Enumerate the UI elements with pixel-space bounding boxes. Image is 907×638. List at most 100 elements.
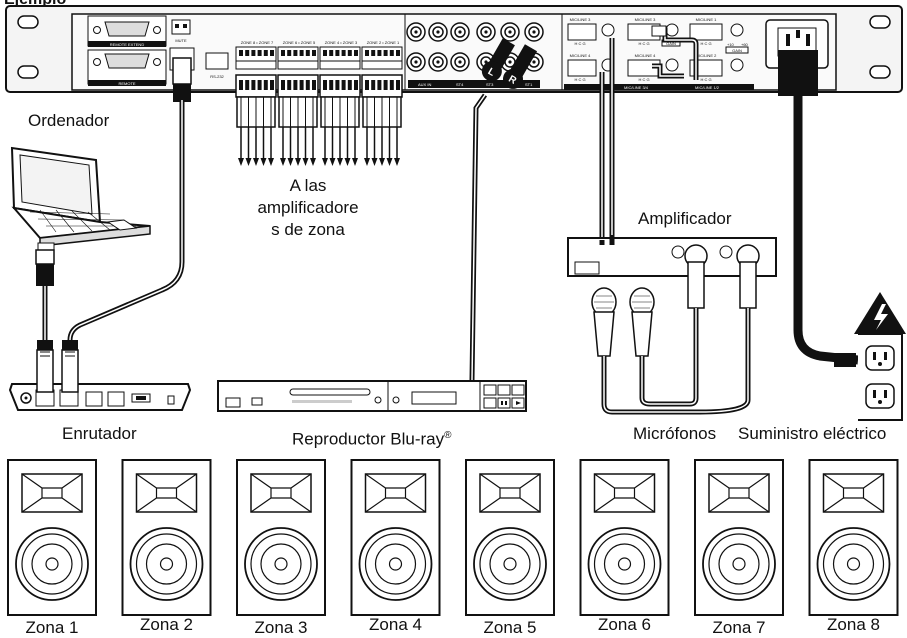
speaker-icon — [7, 459, 97, 616]
rack-hole-icon — [17, 15, 39, 29]
display-icon — [411, 391, 457, 405]
rca-jack-icon — [406, 22, 426, 42]
svg-text:GAIN: GAIN — [732, 48, 742, 53]
speaker-icon — [465, 459, 555, 616]
rca-left-label: L — [486, 66, 497, 79]
power-supply-label: Suministro eléctrico — [738, 424, 887, 443]
rca-jack-icon — [406, 52, 426, 72]
laptop-ethernet-cable — [35, 249, 55, 348]
svg-text:MIC/LINE 4: MIC/LINE 4 — [635, 53, 656, 58]
zone-wire-bundle — [235, 74, 277, 166]
router — [8, 340, 192, 411]
rs232-port-icon — [205, 52, 229, 70]
svg-text:H C G: H C G — [574, 77, 585, 82]
rca-cable: L R — [469, 38, 538, 381]
power-button-icon — [225, 397, 241, 408]
svg-text:+10: +10 — [727, 42, 735, 47]
wall-outlet — [858, 333, 903, 421]
zone-terminal-block — [319, 46, 361, 70]
speaker-label-zone-4: Zona 4 — [369, 615, 422, 634]
st4-label: ST4 — [456, 82, 464, 87]
zone-8-7-label: ZONE 8 • ZONE 7 — [241, 40, 274, 45]
registered-mark: ® — [444, 430, 452, 441]
bluray-player — [217, 380, 527, 412]
zone-terminal-block — [361, 46, 403, 70]
gain-knob-icon — [730, 23, 744, 37]
mic-line-3-label: MIC/LINE 3 — [570, 17, 591, 22]
aux-in-label: AUX IN — [418, 82, 431, 87]
remote-extend-label: REMOTE EXTEND — [110, 42, 145, 47]
speaker-label-zone-7: Zona 7 — [712, 618, 766, 637]
rca-jack-icon — [476, 22, 496, 42]
power-cable — [778, 50, 859, 367]
zone-wire-bundle — [277, 74, 319, 166]
rack-hole-icon — [17, 65, 39, 79]
remote-label: REMOTE — [118, 81, 135, 86]
st1-label: ST1 — [525, 82, 533, 87]
svg-text:+60: +60 — [741, 42, 749, 47]
remote-port: REMOTE — [87, 49, 167, 86]
zone-terminal-block — [277, 46, 319, 70]
rack-hole-icon — [869, 15, 891, 29]
zone-6-5-label: ZONE 6 • ZONE 5 — [283, 40, 316, 45]
microphone-icon — [629, 287, 699, 407]
computer-label: Ordenador — [28, 111, 110, 130]
gain-label: GAIN — [666, 41, 676, 46]
speaker-label-zone-1: Zona 1 — [25, 618, 79, 637]
ethernet-cable — [67, 57, 192, 348]
svg-text:H C G: H C G — [700, 41, 711, 46]
microphones — [591, 287, 751, 415]
gain-knob-icon — [665, 23, 679, 37]
mic-line-2-label: MIC/LINE 2 — [696, 53, 717, 58]
rca-jack-icon — [450, 22, 470, 42]
svg-text:H C G: H C G — [638, 77, 649, 82]
mute-label: MUTE — [175, 38, 187, 43]
speaker-icon — [350, 459, 441, 616]
speaker-icon — [236, 459, 326, 616]
rca-jack-icon — [500, 22, 520, 42]
mic-line-1-label: MIC/LINE 1 — [696, 17, 717, 22]
mic-line-34-label: MIC/LINE 3/4 — [624, 85, 649, 90]
zone-wire-bundle — [319, 74, 361, 166]
speaker-label-zone-8: Zona 8 — [827, 615, 880, 634]
zone-amps-label-line3: s de zona — [271, 220, 345, 239]
zone-output-wires — [235, 74, 403, 166]
mic-line-4-label: MIC/LINE 4 — [570, 53, 591, 58]
gain-knob-icon — [601, 23, 615, 37]
laptop-icon — [10, 146, 151, 254]
bluray-label-text: Reproductor Blu-ray — [292, 429, 445, 449]
rca-jack-icon — [428, 22, 448, 42]
zone-amps-label-line2: amplificadore — [257, 198, 359, 217]
amplifier-label: Amplificador — [638, 209, 732, 228]
zone-wire-bundle — [361, 74, 403, 166]
bluray-label: Reproductor Blu-ray® — [292, 426, 452, 450]
zone-2-1-label: ZONE 2 • ZONE 1 — [367, 40, 400, 45]
amplifier — [567, 235, 777, 328]
mic-line-12-label: MIC/LINE 1/2 — [695, 85, 720, 90]
microphones-label: Micrófonos — [633, 424, 717, 443]
speaker-icon — [694, 459, 784, 616]
rack-hole-icon — [869, 65, 891, 79]
mute-terminal: MUTE — [171, 19, 191, 43]
diagram-title: Ejemplo — [4, 0, 66, 8]
speaker-label-zone-6: Zona 6 — [598, 615, 651, 634]
rack-mixer: REMOTE EXTEND REMOTE MUTE RS-232 ZONE 8 … — [5, 5, 903, 93]
zone-terminals: ZONE 8 • ZONE 7 ZONE 6 • ZONE 5 ZONE 4 •… — [235, 40, 403, 70]
speaker-icon — [121, 459, 212, 616]
zone-terminal-block — [235, 46, 277, 70]
rs232-label: RS-232 — [210, 74, 224, 79]
router-label: Enrutador — [62, 424, 137, 443]
electrical-warning-icon — [854, 292, 906, 334]
svg-text:MIC/LINE 3: MIC/LINE 3 — [635, 17, 656, 22]
microphone-icon — [591, 287, 700, 415]
zone-amps-label-line1: A las — [289, 176, 327, 195]
mic-cables — [599, 25, 699, 240]
speakers-row — [7, 459, 899, 616]
svg-text:H C G: H C G — [574, 41, 585, 46]
gain-knob-icon — [665, 58, 679, 72]
zone-4-3-label: ZONE 4 • ZONE 3 — [325, 40, 358, 45]
st3-label: ST3 — [486, 82, 494, 87]
svg-text:H C G: H C G — [638, 41, 649, 46]
speaker-icon — [579, 459, 670, 616]
rca-jack-icon — [428, 52, 448, 72]
